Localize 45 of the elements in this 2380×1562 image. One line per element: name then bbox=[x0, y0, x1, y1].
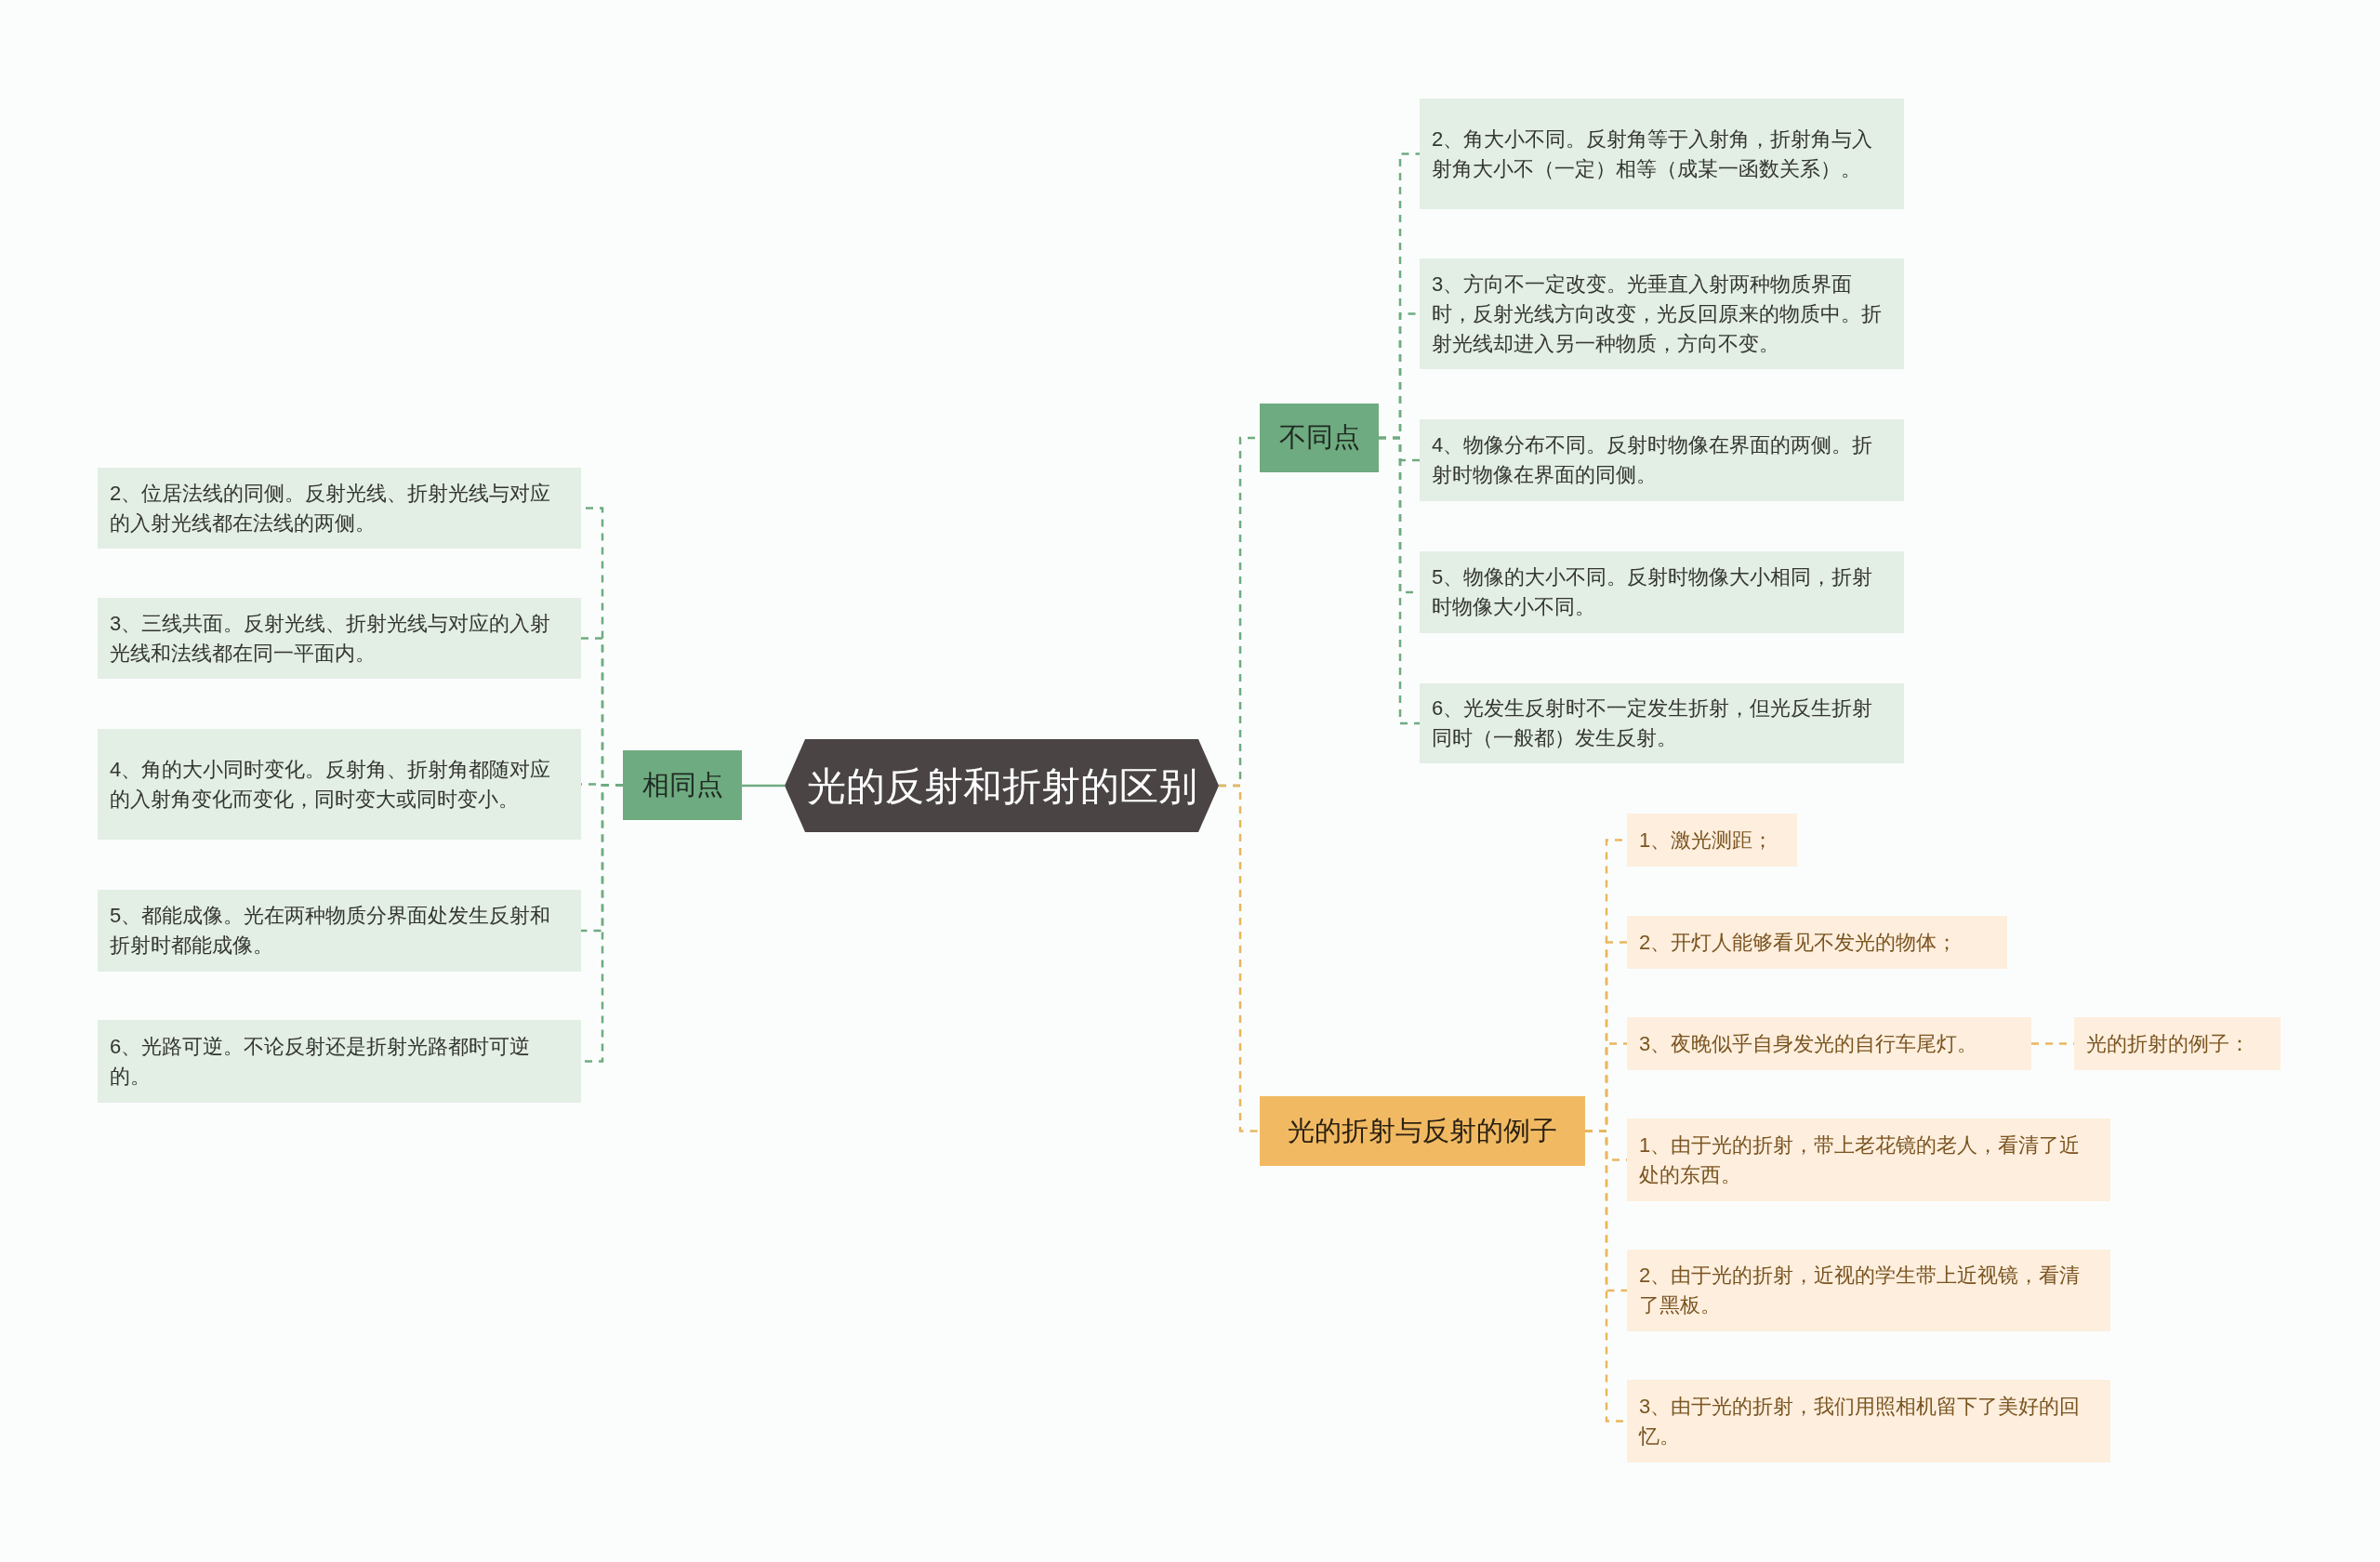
topic-text: 5、都能成像。光在两种物质分界面处发生反射和折射时都能成像。 bbox=[110, 903, 552, 959]
topic-text: 4、角的大小同时变化。反射角、折射角都随对应的入射角变化而变化，同时变大或同时变小。 bbox=[110, 756, 552, 813]
branch-box bbox=[623, 750, 742, 820]
branch-title: 相同点 bbox=[641, 768, 723, 801]
topic-box bbox=[98, 890, 581, 972]
connector-line bbox=[1379, 436, 1420, 725]
topic-box bbox=[98, 468, 581, 549]
topic-text: 3、夜晚似乎自身发光的自行车尾灯。 bbox=[1639, 1030, 1978, 1057]
topic-title: 光的反射和折射的区别 bbox=[806, 762, 1197, 810]
topic-text: 1、由于光的折射，带上老花镜的老人，看清了近处的东西。 bbox=[1639, 1132, 2082, 1188]
branch-box bbox=[1260, 1096, 1585, 1166]
topic-text: 5、物像的大小不同。反射时物像大小相同，折射时物像大小不同。 bbox=[1432, 564, 1874, 620]
topic-text: 2、由于光的折射，近视的学生带上近视镜，看清了黑板。 bbox=[1639, 1263, 2082, 1318]
central-topic-hexagon bbox=[785, 739, 1219, 832]
topic-text: 2、位居法线的同侧。反射光线、折射光线与对应的入射光线都在法线的两侧。 bbox=[110, 480, 552, 536]
topic-box bbox=[98, 1020, 581, 1103]
topic-text: 1、激光测距； bbox=[1639, 827, 1774, 854]
topic-text: 2、角大小不同。反射角等于入射角，折射角与入射角大小不（一定）相等（成某一函数关系）。 bbox=[1432, 126, 1874, 182]
topic-text: 6、光发生反射时不一定发生折射，但光反生折射同时（一般都）发生反射。 bbox=[1432, 695, 1874, 751]
topic-box bbox=[1420, 99, 1904, 209]
topic-box bbox=[1627, 1017, 2031, 1070]
topic-text: 6、光路可逆。不论反射还是折射光路都时可逆的。 bbox=[110, 1033, 532, 1090]
topic-text: 3、由于光的折射，我们用照相机留下了美好的回忆。 bbox=[1639, 1393, 2082, 1449]
topic-box bbox=[1627, 916, 2007, 969]
topic-text: 3、三线共面。反射光线、折射光线与对应的入射光线和法线都在同一平面内。 bbox=[110, 610, 552, 667]
topic-box bbox=[1627, 1380, 2110, 1463]
topic-text: 3、方向不一定改变。光垂直入射两种物质界面时，反射光线方向改变，光反回原来的物质中。折射光线却进入另一种物质，方向不变。 bbox=[1432, 271, 1883, 357]
topic-box bbox=[1420, 551, 1904, 633]
topic-text: 光的折射的例子： bbox=[2086, 1030, 2250, 1057]
connector-line bbox=[742, 784, 785, 788]
topic-box bbox=[98, 729, 581, 840]
topic-box bbox=[1420, 419, 1904, 501]
topic-box bbox=[1627, 814, 1797, 867]
branch-title: 不同点 bbox=[1278, 421, 1360, 455]
topic-box bbox=[1627, 1250, 2110, 1331]
topic-text: 2、开灯人能够看见不发光的物体； bbox=[1639, 929, 1958, 956]
topic-box bbox=[98, 598, 581, 679]
topic-text: 4、物像分布不同。反射时物像在界面的两侧。折射时物像在界面的同侧。 bbox=[1432, 432, 1874, 488]
branch-title: 光的折射与反射的例子 bbox=[1288, 1114, 1557, 1147]
topic-box bbox=[1420, 683, 1904, 763]
topic-box bbox=[1420, 258, 1904, 369]
topic-box bbox=[1627, 1119, 2110, 1201]
topic-box bbox=[2074, 1017, 2281, 1070]
connector-line bbox=[1219, 784, 1260, 1132]
branch-box bbox=[1260, 404, 1379, 472]
